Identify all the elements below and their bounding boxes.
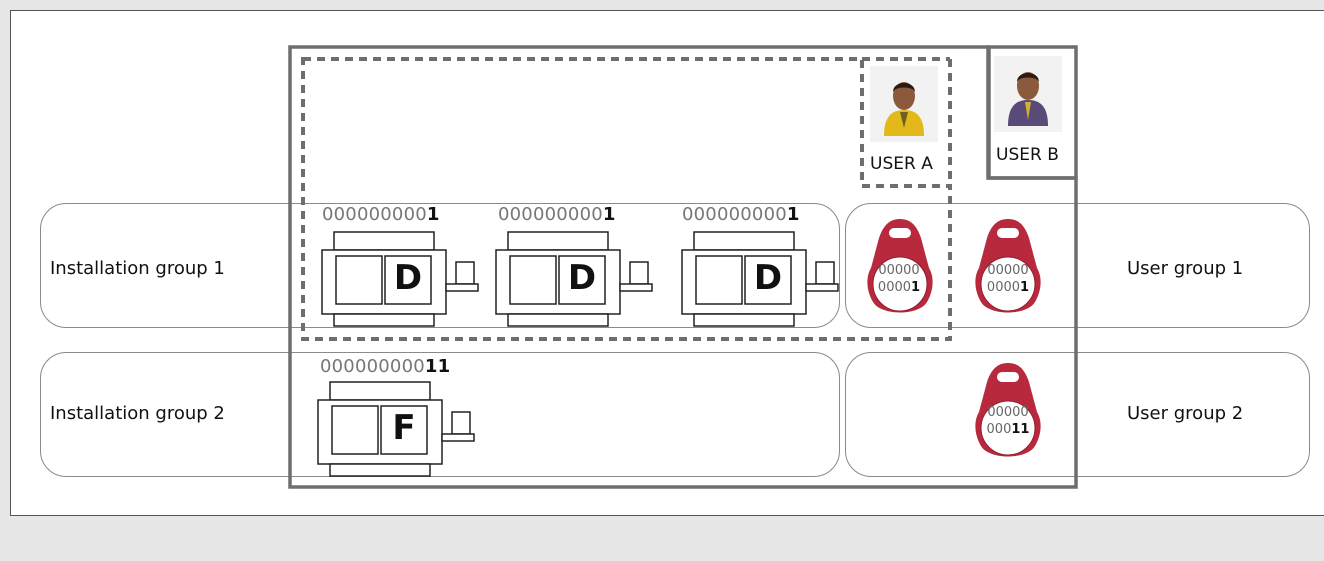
user-a-avatar-icon	[870, 66, 938, 142]
user-a-label: USER A	[870, 154, 933, 174]
device-4-letter: F	[392, 408, 416, 448]
key-tag-3-icon	[975, 363, 1041, 457]
device-2-icon	[495, 231, 653, 327]
key-tag-2-icon	[975, 219, 1041, 313]
user-b-avatar-icon	[994, 56, 1062, 132]
user-group-2-label: User group 2	[1127, 403, 1244, 424]
device-4-icon	[317, 381, 475, 477]
key-tag-3-code: 00000 00011	[986, 405, 1030, 437]
device-3-icon	[681, 231, 839, 327]
device-3-serial: 0000000001	[682, 204, 800, 225]
installation-group-1-label: Installation group 1	[50, 258, 225, 279]
device-1-icon	[321, 231, 479, 327]
user-group-1-label: User group 1	[1127, 258, 1244, 279]
user-b-label: USER B	[996, 145, 1059, 165]
key-tag-2-code: 00000 00001	[986, 263, 1030, 295]
device-2-letter: D	[567, 258, 597, 298]
device-3-letter: D	[753, 258, 783, 298]
device-1-letter: D	[393, 258, 423, 298]
key-tag-1-icon	[867, 219, 933, 313]
installation-group-2-label: Installation group 2	[50, 403, 225, 424]
key-tag-1-code: 00000 00001	[877, 263, 921, 295]
device-2-serial: 0000000001	[498, 204, 616, 225]
device-4-serial: 00000000011	[320, 356, 451, 377]
device-1-serial: 0000000001	[322, 204, 440, 225]
